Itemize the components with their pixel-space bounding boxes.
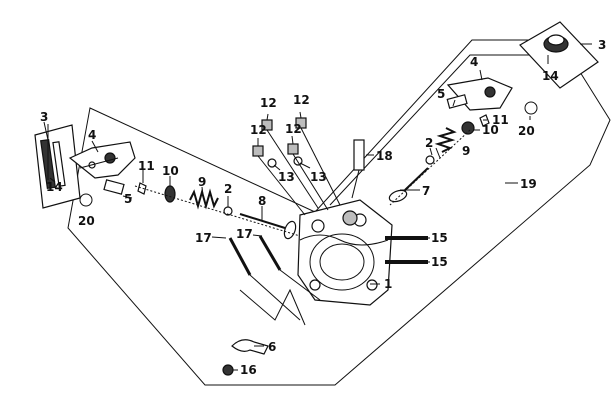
callout-8: 8 bbox=[258, 194, 266, 208]
callout-20-left: 20 bbox=[78, 214, 95, 228]
stud-guide-lines bbox=[239, 288, 306, 326]
retainer-10-left bbox=[164, 185, 176, 203]
callout-17-a: 17 bbox=[195, 231, 212, 245]
callout-17-b: 17 bbox=[236, 227, 253, 241]
cotter-11-left bbox=[137, 182, 147, 195]
bolt-17-right bbox=[258, 235, 321, 301]
callout-5-right: 5 bbox=[437, 87, 445, 101]
callout-15-a: 15 bbox=[431, 231, 448, 245]
leader-lines bbox=[43, 43, 592, 371]
callout-12-a: 12 bbox=[260, 96, 277, 110]
callout-4-left: 4 bbox=[88, 128, 96, 142]
clip-20-left bbox=[79, 193, 93, 207]
callout-12-c: 12 bbox=[250, 123, 267, 137]
cylinder-head-1 bbox=[297, 199, 393, 306]
callout-18: 18 bbox=[376, 149, 393, 163]
callout-3-left: 3 bbox=[40, 110, 48, 124]
callout-14-right: 14 bbox=[542, 69, 559, 83]
nut-12-d bbox=[287, 143, 299, 155]
callout-10-left: 10 bbox=[162, 164, 179, 178]
callout-9-right: 9 bbox=[462, 144, 470, 158]
camshaft-left bbox=[34, 124, 81, 209]
callout-20-right: 20 bbox=[518, 124, 535, 138]
callout-13-b: 13 bbox=[310, 170, 327, 184]
bracket-6 bbox=[231, 339, 269, 355]
callout-11-right: 11 bbox=[492, 113, 509, 127]
seal-2-right bbox=[425, 155, 435, 165]
callout-2-left: 2 bbox=[224, 182, 232, 196]
callout-16: 16 bbox=[240, 363, 257, 377]
pin-5-right bbox=[446, 94, 468, 109]
callout-2-right: 2 bbox=[425, 136, 433, 150]
bolt-17-left bbox=[228, 237, 301, 321]
callout-19: 19 bbox=[520, 177, 537, 191]
callout-5-left: 5 bbox=[124, 192, 132, 206]
callout-12-d: 12 bbox=[285, 122, 302, 136]
rocker-arm-left bbox=[68, 141, 136, 179]
callout-10-right: 10 bbox=[482, 123, 499, 137]
callout-7: 7 bbox=[422, 184, 430, 198]
callout-15-b: 15 bbox=[431, 255, 448, 269]
nut-12-c bbox=[252, 145, 264, 157]
callout-11-left: 11 bbox=[138, 159, 155, 173]
valve-8 bbox=[239, 213, 297, 240]
pin-5-left bbox=[103, 179, 133, 199]
spring-9-left bbox=[189, 188, 219, 210]
spark-plug-18 bbox=[351, 139, 365, 199]
camshaft-right bbox=[519, 21, 599, 89]
clip-20-right bbox=[524, 101, 538, 115]
callout-6: 6 bbox=[268, 340, 276, 354]
callout-labels: 3 3 4 4 14 14 5 5 20 20 11 11 10 10 9 9 … bbox=[40, 38, 606, 377]
spring-9-right bbox=[434, 127, 457, 153]
callout-4-right: 4 bbox=[470, 55, 478, 69]
callout-14-left: 14 bbox=[46, 180, 63, 194]
retainer-10-right bbox=[461, 121, 475, 135]
assembly-outline bbox=[67, 39, 611, 386]
callout-1: 1 bbox=[384, 277, 392, 291]
bolt-16 bbox=[222, 364, 234, 376]
callout-12-b: 12 bbox=[293, 93, 310, 107]
callout-13-a: 13 bbox=[278, 170, 295, 184]
callout-9-left: 9 bbox=[198, 175, 206, 189]
callout-3-right: 3 bbox=[598, 38, 606, 52]
